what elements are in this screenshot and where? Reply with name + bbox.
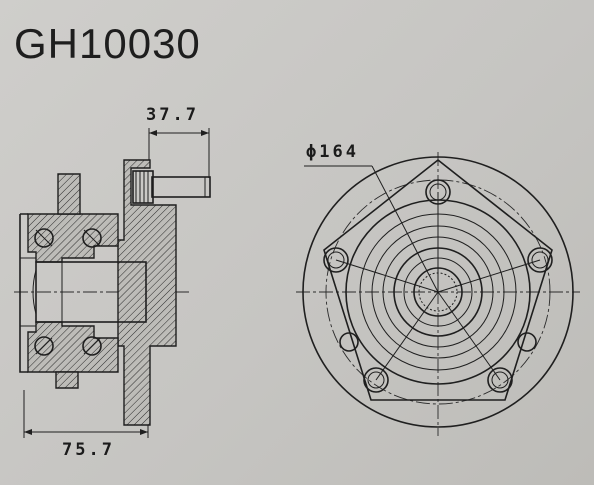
sensor-ring-top [57, 173, 81, 215]
bearing-ball-1 [34, 228, 54, 248]
diameter-leader [304, 165, 439, 293]
hub-body-upper [27, 213, 119, 263]
flange-diameter-label: ϕ164 [306, 142, 359, 162]
flange-star-outline [323, 158, 553, 401]
mount-hole-1 [339, 332, 359, 352]
front-flange-view [296, 152, 580, 436]
bearing-ball-2 [82, 228, 102, 248]
bearing-ball-4 [82, 336, 102, 356]
hub-width-label: 75.7 [62, 440, 115, 460]
flange-outer-circle [302, 156, 574, 428]
bolt-hole-2 [527, 247, 553, 273]
bearing-ball-3 [34, 336, 54, 356]
wheel-stud [132, 170, 211, 204]
hub-flange [117, 159, 177, 426]
part-number-title: GH10030 [14, 20, 201, 67]
hub-body-lower [27, 321, 119, 373]
bolt-circle [325, 179, 551, 405]
stud-length-label: 37.7 [146, 105, 199, 125]
hub-bore [35, 261, 147, 323]
bolt-hole-3 [487, 367, 513, 393]
bolt-hole-5 [323, 247, 349, 273]
stud-length-dimension [148, 128, 210, 178]
sensor-ring-bottom [55, 371, 79, 389]
side-section-view [14, 128, 211, 438]
mount-hole-2 [517, 332, 537, 352]
bolt-hole-4 [363, 367, 389, 393]
